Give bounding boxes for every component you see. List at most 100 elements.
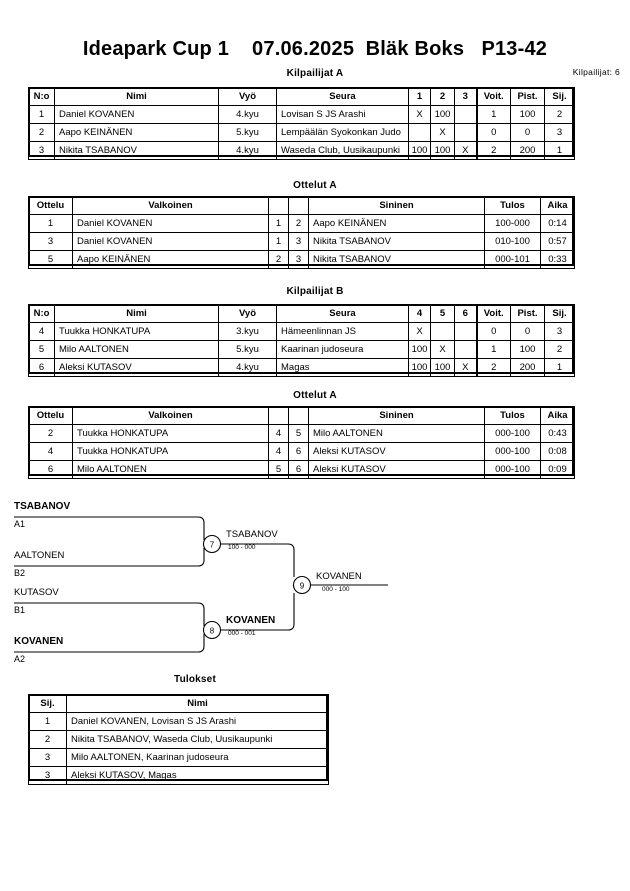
- cell-belt: 4.kyu: [218, 105, 277, 124]
- bracket-node-9[interactable]: [292, 575, 312, 595]
- col-blue-no: [288, 196, 309, 215]
- cell-belt: 3.kyu: [218, 322, 277, 341]
- cell-name: Tuukka HONKATUPA: [54, 322, 219, 341]
- cell-m2: 100: [430, 358, 455, 377]
- cell-rank: 1: [544, 358, 575, 377]
- cell-time: 0:43: [540, 424, 575, 443]
- bracket-node-8-score: 000 - 001: [228, 630, 256, 637]
- cell-rank: 1: [28, 712, 67, 731]
- cell-no: 2: [28, 123, 55, 142]
- bracket-node-8[interactable]: [202, 620, 222, 640]
- cell-belt: 4.kyu: [218, 141, 277, 160]
- cell-result: 010-100: [484, 232, 541, 251]
- bracket-line-a1: [14, 516, 205, 540]
- cell-match: 3: [28, 232, 73, 251]
- club-name: Lovisan S JS Arashi: [281, 109, 366, 120]
- bracket-entry-2-name: AALTONEN: [14, 550, 64, 561]
- col-m3: 6: [454, 304, 477, 323]
- cell-blue_no: 6: [288, 442, 309, 461]
- cell-wins: 2: [475, 141, 511, 160]
- col-blue-no: [288, 406, 309, 425]
- cell-name: Aleksi KUTASOV: [54, 358, 219, 377]
- cell-rank: 1: [544, 141, 575, 160]
- col-points: Pist.: [510, 87, 545, 106]
- cell-result: 000-100: [484, 460, 541, 479]
- cell-wins: 1: [475, 340, 511, 359]
- bracket-line-node8-out: [221, 593, 295, 631]
- cell-white_no: 4: [268, 442, 289, 461]
- cell-name: Aleksi KUTASOV, Magas: [66, 766, 329, 785]
- cell-points: 100: [510, 105, 545, 124]
- col-points: Pist.: [510, 304, 545, 323]
- cell-no: 6: [28, 358, 55, 377]
- cell-m2: [430, 322, 455, 341]
- col-rank: Sij.: [544, 87, 575, 106]
- col-result: Tulos: [484, 406, 541, 425]
- cell-no: 3: [28, 141, 55, 160]
- bracket-line-node7-out: [221, 543, 295, 577]
- cell-blue: Milo AALTONEN: [308, 424, 485, 443]
- cell-belt: 5.kyu: [218, 123, 277, 142]
- bracket-entry-3-seed: B1: [14, 605, 25, 615]
- cell-white: Daniel KOVANEN: [72, 214, 269, 233]
- cell-name: Milo AALTONEN, Kaarinan judoseura: [66, 748, 329, 767]
- col-match: Ottelu: [28, 196, 73, 215]
- cell-rank: 3: [544, 123, 575, 142]
- cell-points: 100: [510, 340, 545, 359]
- cell-blue: Aleksi KUTASOV: [308, 460, 485, 479]
- cell-white: Daniel KOVANEN: [72, 232, 269, 251]
- col-club: Seura: [276, 304, 409, 323]
- table-header-row: N:o Nimi Vyö Seura 1 2 3 Voit. Pist. Sij…: [28, 87, 575, 106]
- cell-belt: 5.kyu: [218, 340, 277, 359]
- bracket-entry-4-seed: A2: [14, 654, 25, 664]
- cell-name: Daniel KOVANEN, Lovisan S JS Arashi: [66, 712, 329, 731]
- competitor-count-label: Kilpailijat: 6: [572, 67, 620, 77]
- cell-match: 1: [28, 214, 73, 233]
- cell-time: 0:33: [540, 250, 575, 269]
- col-name: Nimi: [54, 87, 219, 106]
- cell-m1: X: [408, 105, 431, 124]
- cell-m3: [454, 105, 477, 124]
- cell-white_no: 4: [268, 424, 289, 443]
- cell-m2: X: [430, 340, 455, 359]
- table-header-row: N:o Nimi Vyö Seura 4 5 6 Voit. Pist. Sij…: [28, 304, 575, 323]
- cell-m3: [454, 123, 477, 142]
- cell-match: 4: [28, 442, 73, 461]
- cell-m1: [408, 123, 431, 142]
- cell-match: 6: [28, 460, 73, 479]
- bracket-node-7[interactable]: [202, 534, 222, 554]
- cell-wins: 0: [475, 123, 511, 142]
- cell-m1: 100: [408, 358, 431, 377]
- cell-m2: 100: [430, 105, 455, 124]
- col-rank: Sij.: [544, 304, 575, 323]
- cell-no: 1: [28, 105, 55, 124]
- col-m2: 2: [430, 87, 455, 106]
- col-time: Aika: [540, 406, 575, 425]
- cell-club: Magas: [276, 358, 409, 377]
- cell-name: Daniel KOVANEN: [54, 105, 219, 124]
- cell-points: 200: [510, 141, 545, 160]
- cell-match: 5: [28, 250, 73, 269]
- cell-m3: X: [454, 141, 477, 160]
- col-blue: Sininen: [308, 196, 485, 215]
- bracket-node-7-number: 7: [210, 541, 215, 550]
- cell-result: 000-100: [484, 442, 541, 461]
- bracket-node-9-score: 000 - 100: [322, 586, 350, 593]
- cell-result: 000-100: [484, 424, 541, 443]
- caption-results: Tulokset: [174, 674, 216, 685]
- club-name: Hämeenlinnan JS: [281, 326, 356, 337]
- cell-no: 4: [28, 322, 55, 341]
- cell-time: 0:08: [540, 442, 575, 461]
- cell-blue: Nikita TSABANOV: [308, 250, 485, 269]
- col-wins: Voit.: [475, 304, 511, 323]
